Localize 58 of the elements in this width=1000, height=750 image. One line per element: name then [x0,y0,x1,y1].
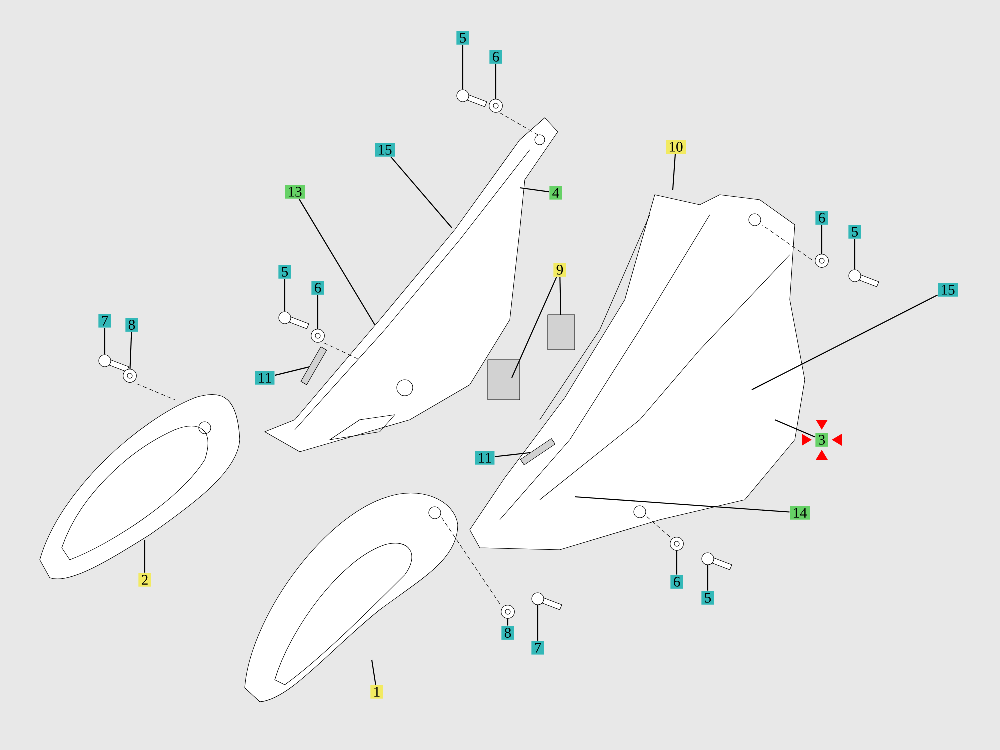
callout-number: 13 [285,185,305,199]
callout-number: 15 [375,143,395,157]
sealing-strip [300,346,328,386]
washer [501,605,515,619]
callout-number: 11 [255,371,275,385]
callout-number: 11 [475,451,495,465]
leader-line [574,496,790,513]
leader-line [707,565,709,591]
bolt [848,270,880,288]
leader-line [494,452,530,458]
callout-number: 10 [666,140,686,154]
leader-line [672,154,676,190]
callout-number: 8 [126,318,138,332]
callout-number: 9 [554,263,566,277]
leader-line [507,618,509,626]
leader-line [317,295,319,330]
callout-number: 5 [456,31,470,45]
callout-number: 15 [938,283,958,297]
callout-number: 6 [490,50,502,64]
callout-number: 14 [790,506,810,520]
callout-number: 2 [138,573,152,587]
washer [815,254,829,268]
callout-number: 6 [670,575,684,589]
bolt [98,354,130,372]
leader-line [130,332,132,370]
callout-number: 4 [550,186,562,200]
leader-line [560,277,562,316]
callout-number: 7 [532,641,544,655]
callout-number: 5 [848,225,862,239]
callout-number: 1 [370,685,384,699]
leader-line [298,198,376,326]
callout-number: 5 [278,265,292,279]
callout-number: 5 [702,591,714,605]
bolt [532,592,562,610]
leader-line [512,276,558,378]
washer [311,329,325,343]
bolt [456,90,488,108]
leader-line [495,64,497,100]
callout-number: 8 [502,626,514,640]
washer [489,99,503,113]
leader-line [752,294,938,390]
leader-line [520,187,550,193]
washer [123,369,137,383]
callout-number: 6 [816,211,828,225]
washer [670,537,684,551]
leader-line [274,366,310,376]
leader-line [676,550,678,575]
leader-line [821,225,823,254]
callout-number: 6 [312,281,324,295]
bolt [278,312,310,330]
bolt [702,552,732,570]
leader-line [144,540,146,573]
leader-line [774,420,816,438]
target-callout: 3 [802,420,842,460]
leader-line [371,660,376,685]
callout-number: 7 [98,314,112,328]
sealing-strip [520,438,556,466]
leader-line [390,156,452,228]
